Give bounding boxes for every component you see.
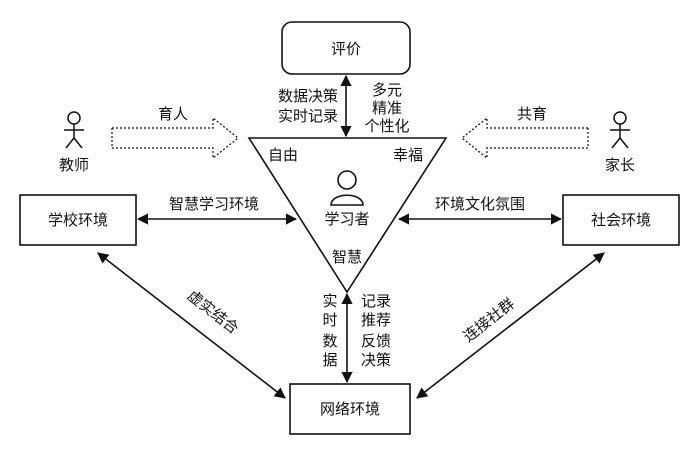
network-node: 网络环境 (289, 383, 411, 435)
network-label: 网络环境 (320, 400, 380, 418)
parent-arrow-label: 共育 (517, 105, 547, 123)
learner-label: 学习者 (324, 210, 369, 228)
network-right-label-1: 记录 (361, 292, 391, 310)
teacher-person-icon (64, 111, 84, 149)
school-link-label: 智慧学习环境 (169, 195, 259, 213)
parent-label: 家长 (605, 156, 635, 174)
network-right-label-3: 反馈 (361, 332, 391, 350)
network-left-char-1: 实 (322, 292, 337, 310)
eval-right-label-3: 个性化 (364, 117, 409, 135)
society-label: 社会环境 (591, 211, 651, 229)
society-link-label: 环境文化氛围 (435, 195, 525, 213)
teacher-arrow (111, 116, 239, 160)
school-node: 学校环境 (19, 194, 137, 246)
eval-right-label-2: 精准 (372, 99, 402, 117)
triangle-freedom-label: 自由 (268, 146, 298, 164)
network-left-char-4: 据 (322, 351, 337, 369)
eval-left-label-2: 实时记录 (278, 107, 338, 125)
network-right-label-4: 决策 (361, 351, 391, 369)
school-label: 学校环境 (48, 211, 108, 229)
triangle-happiness-label: 幸福 (393, 146, 423, 164)
eval-left-label-1: 数据决策 (278, 87, 338, 105)
teacher-arrow-label: 育人 (158, 105, 188, 123)
network-right-label-2: 推荐 (361, 311, 391, 329)
evaluation-node: 评价 (281, 21, 411, 75)
school-network-label: 虚实结合 (184, 286, 242, 337)
society-node: 社会环境 (562, 194, 680, 246)
network-left-char-2: 时 (322, 311, 337, 329)
triangle-wisdom-label: 智慧 (332, 248, 362, 266)
evaluation-label: 评价 (331, 40, 361, 58)
society-network-label: 连接社群 (460, 294, 518, 345)
learner-triangle (247, 137, 448, 294)
teacher-label: 教师 (59, 156, 89, 174)
parent-person-icon (610, 111, 630, 149)
eval-right-label-1: 多元 (372, 81, 402, 99)
society-network-arrow (416, 252, 605, 399)
learner-person-icon (330, 170, 364, 206)
school-network-arrow (97, 252, 286, 399)
network-left-char-3: 数 (322, 332, 337, 350)
parent-arrow (461, 116, 589, 160)
